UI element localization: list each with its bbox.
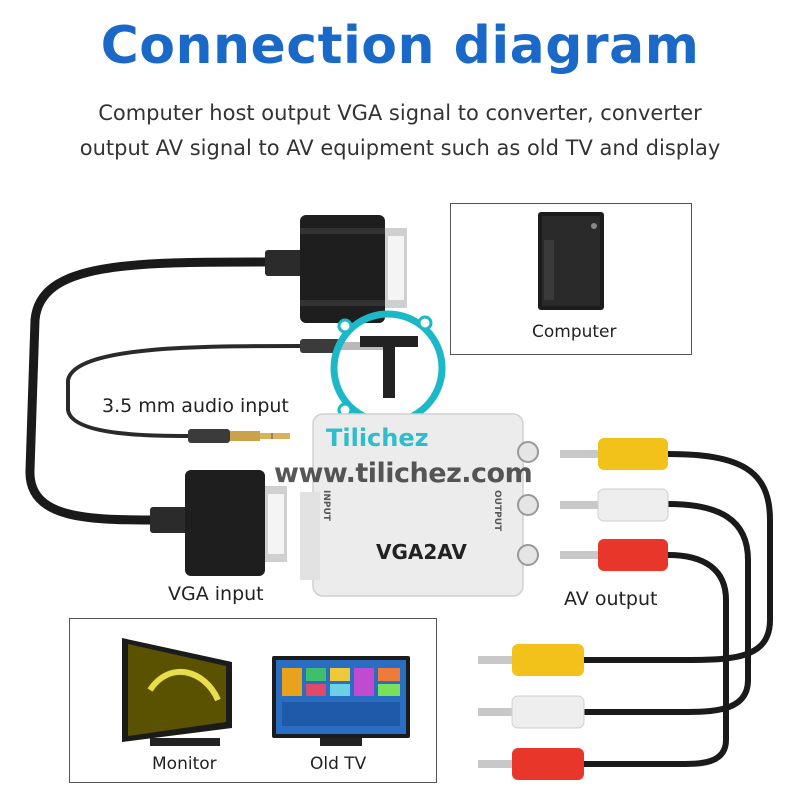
rca-plug-yellow-upper <box>560 438 668 470</box>
monitor-label: Monitor <box>152 754 217 774</box>
rca-plug-yellow-lower <box>478 644 584 676</box>
old-tv-icon <box>272 656 410 746</box>
vga-plug-bottom <box>150 470 287 576</box>
vga-input-label: VGA input <box>168 583 264 605</box>
rca-plug-red-lower <box>478 748 584 780</box>
monitor-icon <box>122 638 232 746</box>
rca-plug-white-lower <box>478 696 584 728</box>
computer-tower-icon <box>538 212 604 310</box>
audio-cable <box>68 346 300 436</box>
converter-input-port-label: INPUT <box>321 490 331 521</box>
rca-plug-white-upper <box>560 489 668 521</box>
brand-watermark: Tilichez <box>326 424 429 452</box>
audio-input-label: 3.5 mm audio input <box>102 395 289 417</box>
tilichez-logo <box>334 314 442 422</box>
converter-model-label: VGA2AV <box>376 540 467 564</box>
computer-label: Computer <box>532 322 617 342</box>
vga-plug-top <box>265 215 407 323</box>
old-tv-label: Old TV <box>310 754 366 774</box>
av-output-label: AV output <box>564 588 658 610</box>
url-watermark: www.tilichez.com <box>274 458 532 489</box>
audio-plug-bottom <box>188 429 290 443</box>
converter-output-port-label: OUTPUT <box>492 490 502 531</box>
rca-plug-red-upper <box>560 539 668 571</box>
